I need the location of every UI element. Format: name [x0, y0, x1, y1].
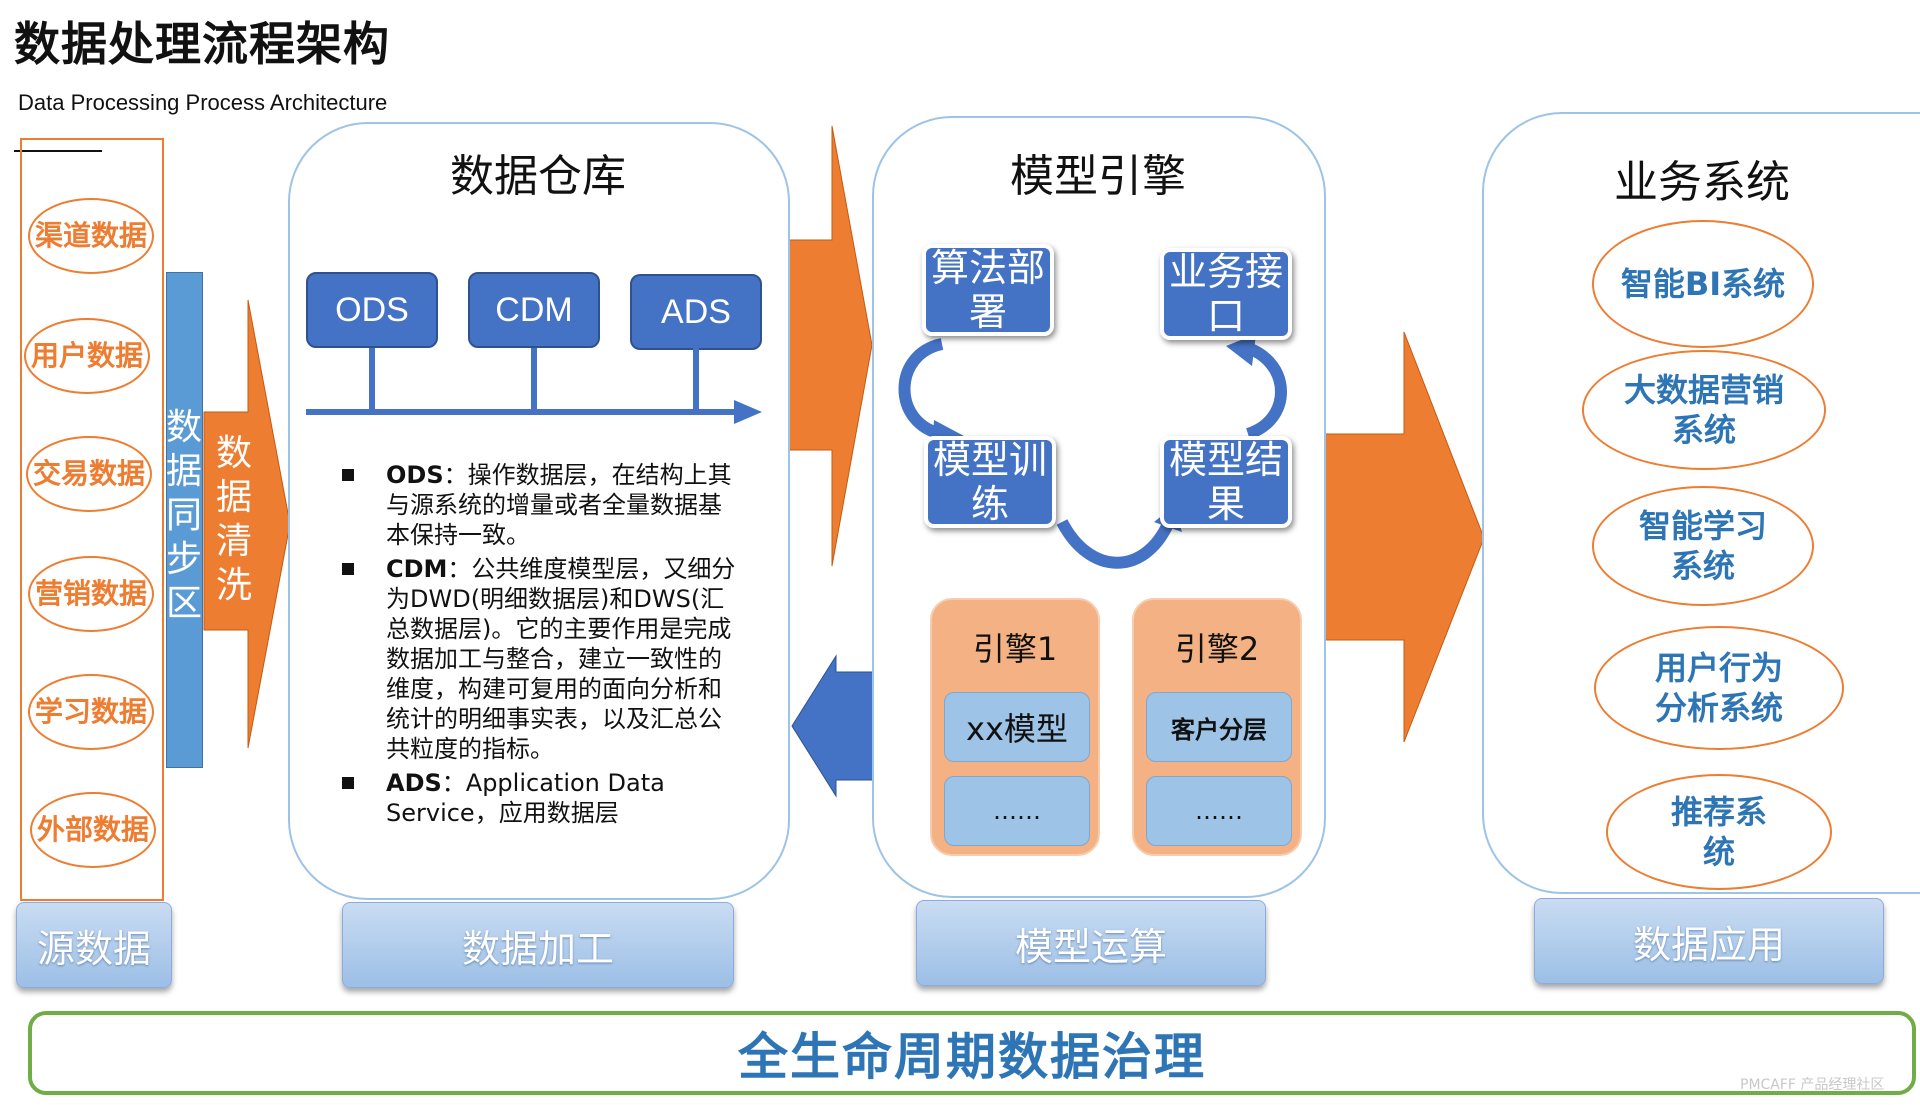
governance-bar: 全生命周期数据治理 — [28, 1011, 1916, 1095]
source-item[interactable]: 学习数据 — [28, 674, 154, 750]
ods-note: ODS：操作数据层，在结构上其与源系统的增量或者全量数据基本保持一致。 — [340, 460, 740, 550]
engine-group-1: 引擎1 xx模型 …… — [930, 598, 1100, 856]
stage-data-processing[interactable]: 数据加工 — [342, 902, 734, 988]
business-system-item[interactable]: 智能BI系统 — [1592, 220, 1814, 348]
layer-cdm[interactable]: CDM — [468, 272, 600, 348]
cleaning-label: 数据清洗 — [215, 433, 252, 606]
engine-model-item[interactable]: …… — [944, 776, 1090, 846]
engine-model-item[interactable]: …… — [1146, 776, 1292, 846]
note-term: ODS — [386, 461, 444, 489]
source-item[interactable]: 渠道数据 — [28, 198, 154, 274]
note-term: ADS — [386, 769, 442, 797]
source-column — [20, 138, 164, 901]
bullet-icon — [342, 469, 354, 481]
business-api-box[interactable]: 业务接口 — [1160, 248, 1292, 340]
engine-group-2: 引擎2 客户分层 …… — [1132, 598, 1302, 856]
governance-label: 全生命周期数据治理 — [738, 1028, 1206, 1086]
sync-zone-label: 数据同步区 — [165, 407, 202, 624]
ads-note: ADS：Application Data Service，应用数据层 — [340, 768, 740, 828]
warehouse-title: 数据仓库 — [450, 151, 626, 202]
engine-title: 模型引擎 — [1010, 151, 1186, 202]
source-item[interactable]: 外部数据 — [30, 792, 156, 868]
engine-group-title: 引擎2 — [1174, 630, 1260, 668]
watermark: PMCAFF 产品经理社区 — [1740, 1077, 1885, 1093]
cleaning-arrow — [203, 299, 291, 749]
source-item[interactable]: 交易数据 — [26, 436, 152, 512]
algorithm-deploy-box[interactable]: 算法部署 — [922, 244, 1054, 336]
warehouse-panel — [288, 122, 790, 900]
engine-group-title: 引擎1 — [972, 630, 1058, 668]
business-system-item[interactable]: 大数据营销系统 — [1582, 350, 1826, 470]
business-system-item[interactable]: 用户行为分析系统 — [1594, 626, 1844, 750]
bullet-icon — [342, 777, 354, 789]
stage-source-data[interactable]: 源数据 — [16, 902, 172, 988]
layer-ods[interactable]: ODS — [306, 272, 438, 348]
model-training-box[interactable]: 模型训练 — [924, 436, 1056, 528]
cdm-note: CDM：公共维度模型层，又细分为DWD(明细数据层)和DWS(汇总数据层)。它的… — [340, 554, 740, 764]
title-divider — [14, 150, 102, 152]
business-title: 业务系统 — [1614, 157, 1790, 208]
source-item[interactable]: 营销数据 — [28, 556, 154, 632]
business-system-item[interactable]: 智能学习系统 — [1592, 486, 1814, 606]
bullet-icon — [342, 563, 354, 575]
model-result-box[interactable]: 模型结果 — [1160, 436, 1292, 528]
layer-descriptions: ODS：操作数据层，在结构上其与源系统的增量或者全量数据基本保持一致。 CDM：… — [340, 460, 740, 828]
stage-model-computing[interactable]: 模型运算 — [916, 900, 1266, 986]
engine-to-business-arrow — [1321, 331, 1485, 743]
note-text: ：公共维度模型层，又细分为DWD(明细数据层)和DWS(汇总数据层)。它的主要作… — [386, 555, 736, 763]
page-title: 数据处理流程架构 — [14, 17, 390, 71]
source-item[interactable]: 用户数据 — [24, 318, 150, 394]
business-system-item[interactable]: 推荐系统 — [1606, 774, 1832, 890]
note-term: CDM — [386, 555, 448, 583]
note-text: ：Application Data Service，应用数据层 — [386, 769, 665, 827]
layer-bus-arrow — [306, 348, 762, 424]
warehouse-to-engine-arrow — [787, 125, 873, 567]
layer-ads[interactable]: ADS — [630, 274, 762, 350]
note-text: ：操作数据层，在结构上其与源系统的增量或者全量数据基本保持一致。 — [386, 461, 732, 549]
engine-to-warehouse-arrow — [791, 654, 881, 798]
engine-model-item[interactable]: 客户分层 — [1146, 692, 1292, 762]
data-sync-zone — [166, 272, 203, 768]
page-subtitle: Data Processing Process Architecture — [18, 90, 388, 115]
engine-model-item[interactable]: xx模型 — [944, 692, 1090, 762]
stage-data-application[interactable]: 数据应用 — [1534, 898, 1884, 984]
